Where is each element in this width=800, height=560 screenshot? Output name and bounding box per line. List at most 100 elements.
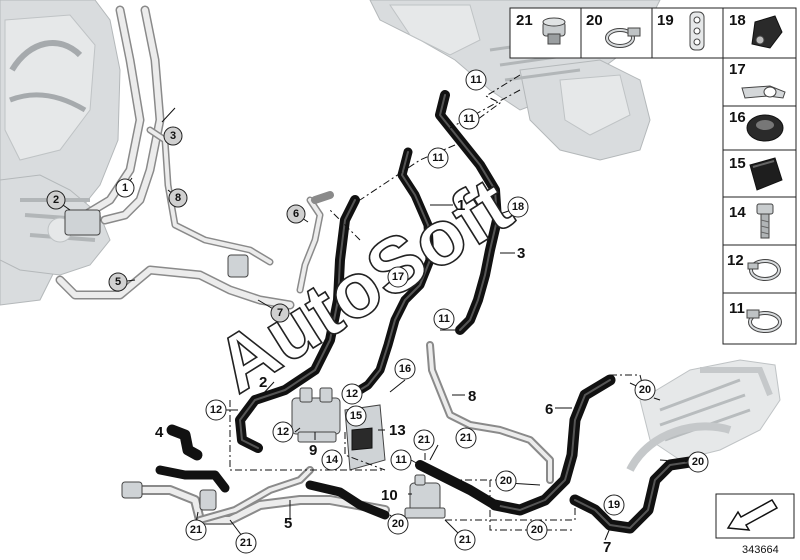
callout-9: 9 bbox=[309, 442, 317, 459]
callout-circle-16: 16 bbox=[394, 358, 416, 380]
callout-circle-20-a-label: 20 bbox=[639, 384, 651, 396]
callout-circle-2: 2 bbox=[46, 190, 66, 210]
callout-circle-17-label: 17 bbox=[392, 271, 404, 283]
callout-circle-12-c: 12 bbox=[341, 383, 363, 405]
callout-circle-21-c: 21 bbox=[454, 529, 476, 551]
callout-4: 4 bbox=[155, 424, 164, 441]
callout-circle-12-a: 12 bbox=[205, 399, 227, 421]
callout-circle-11-a-label: 11 bbox=[470, 74, 482, 86]
callout-13: 13 bbox=[389, 422, 406, 439]
callout-7: 7 bbox=[603, 539, 611, 556]
callout-circle-11-e: 11 bbox=[390, 449, 412, 471]
legend-item-20-label: 20 bbox=[586, 12, 603, 29]
callout-circle-12-b: 12 bbox=[272, 421, 294, 443]
nut-icon bbox=[542, 17, 566, 45]
callout-circle-21-e: 21 bbox=[235, 532, 257, 554]
callout-circle-20-b: 20 bbox=[687, 451, 709, 473]
callout-circle-15: 15 bbox=[345, 405, 367, 427]
hose-holder-icon bbox=[689, 11, 705, 51]
hose-4 bbox=[166, 424, 203, 461]
callout-circle-21-b: 21 bbox=[455, 427, 477, 449]
callout-circle-12-a-label: 12 bbox=[210, 404, 222, 416]
callout-circle-17: 17 bbox=[387, 266, 409, 288]
callout-circle-12-b-label: 12 bbox=[277, 426, 289, 438]
legend-item-18-label: 18 bbox=[729, 12, 746, 29]
callout-circle-11-c: 11 bbox=[427, 147, 449, 169]
hose-6 bbox=[415, 374, 616, 516]
valve-10 bbox=[404, 474, 446, 519]
legend-item-11-label: 11 bbox=[729, 300, 745, 317]
callout-circle-20-b-label: 20 bbox=[692, 456, 704, 468]
callout-circle-21-d: 21 bbox=[185, 519, 207, 541]
bracket-13 bbox=[344, 404, 386, 471]
callout-circle-20-d-label: 20 bbox=[531, 524, 543, 536]
callout-circle-20-c-label: 20 bbox=[500, 475, 512, 487]
callout-circle-20-e: 20 bbox=[387, 513, 409, 535]
hose-5-lower bbox=[155, 465, 390, 520]
callout-circle-11-a: 11 bbox=[465, 69, 487, 91]
callout-circle-21-d-label: 21 bbox=[190, 524, 202, 536]
legend-item-15-label: 15 bbox=[729, 155, 746, 172]
pipe-fitting-left bbox=[64, 209, 249, 511]
callout-5: 5 bbox=[284, 515, 292, 532]
legend-panel: 21 20 19 bbox=[509, 7, 797, 345]
spring-clamp-icon bbox=[747, 259, 781, 281]
callout-circle-2-label: 2 bbox=[53, 194, 59, 206]
callout-3: 3 bbox=[517, 245, 525, 262]
callout-circle-11-b: 11 bbox=[458, 108, 480, 130]
bracket-icon bbox=[741, 85, 786, 99]
hose-1 bbox=[350, 147, 435, 398]
cap-icon bbox=[749, 157, 783, 191]
callout-circle-11-c-label: 11 bbox=[432, 152, 444, 164]
grommet-icon bbox=[746, 114, 784, 142]
callout-circle-5-label: 5 bbox=[115, 276, 121, 288]
callout-circle-14-label: 14 bbox=[326, 454, 339, 466]
callout-circle-21-a: 21 bbox=[413, 429, 435, 451]
callout-circle-21-e-label: 21 bbox=[240, 537, 252, 549]
callout-circle-15-label: 15 bbox=[350, 410, 362, 422]
legend-item-14: 14 bbox=[729, 203, 774, 239]
legend-item-21-label: 21 bbox=[516, 12, 533, 29]
callout-circle-6: 6 bbox=[286, 204, 306, 224]
callout-circle-7-label: 7 bbox=[277, 307, 283, 319]
legend-item-18: 18 bbox=[729, 12, 783, 49]
callout-circle-8: 8 bbox=[168, 188, 188, 208]
callout-circle-20-d: 20 bbox=[526, 519, 548, 541]
callout-circle-18: 18 bbox=[507, 196, 529, 218]
callout-circle-19-label: 19 bbox=[608, 499, 620, 511]
callout-circle-16-label: 16 bbox=[399, 363, 411, 375]
callout-circle-20-c: 20 bbox=[495, 470, 517, 492]
direction-arrow-icon bbox=[715, 493, 795, 539]
legend-item-17: 17 bbox=[729, 61, 786, 99]
callout-circle-19: 19 bbox=[603, 494, 625, 516]
legend-item-21: 21 bbox=[516, 12, 566, 45]
legend-item-17-label: 17 bbox=[729, 61, 746, 78]
hose-7 bbox=[569, 456, 696, 534]
legend-item-20: 20 bbox=[586, 12, 641, 48]
callout-1: 1 bbox=[457, 197, 465, 214]
hose-clamp-icon bbox=[605, 27, 641, 48]
plug-icon bbox=[751, 15, 783, 49]
callout-circle-11-b-label: 11 bbox=[463, 113, 475, 125]
ear-clamp-icon bbox=[746, 309, 782, 333]
hose-2 bbox=[235, 195, 360, 453]
callout-circle-5: 5 bbox=[108, 272, 128, 292]
callout-circle-3-label: 3 bbox=[170, 130, 176, 142]
legend-item-14-label: 14 bbox=[729, 204, 746, 221]
callout-circle-20-a: 20 bbox=[634, 379, 656, 401]
callout-circle-7: 7 bbox=[270, 303, 290, 323]
callout-circle-11-e-label: 11 bbox=[395, 454, 407, 466]
rear-heater-illustration bbox=[626, 359, 781, 472]
callout-10: 10 bbox=[381, 487, 398, 504]
callout-circle-21-a-label: 21 bbox=[418, 434, 430, 446]
callout-circle-14: 14 bbox=[321, 449, 343, 471]
reference-number: 343664 bbox=[742, 544, 779, 556]
legend-item-16: 16 bbox=[729, 109, 784, 142]
callout-circle-6-label: 6 bbox=[293, 208, 299, 220]
callout-circle-18-label: 18 bbox=[512, 201, 524, 213]
callout-circle-11-d-label: 11 bbox=[438, 313, 450, 325]
callout-8: 8 bbox=[468, 388, 476, 405]
callout-circle-21-b-label: 21 bbox=[460, 432, 472, 444]
callout-6: 6 bbox=[545, 401, 553, 418]
